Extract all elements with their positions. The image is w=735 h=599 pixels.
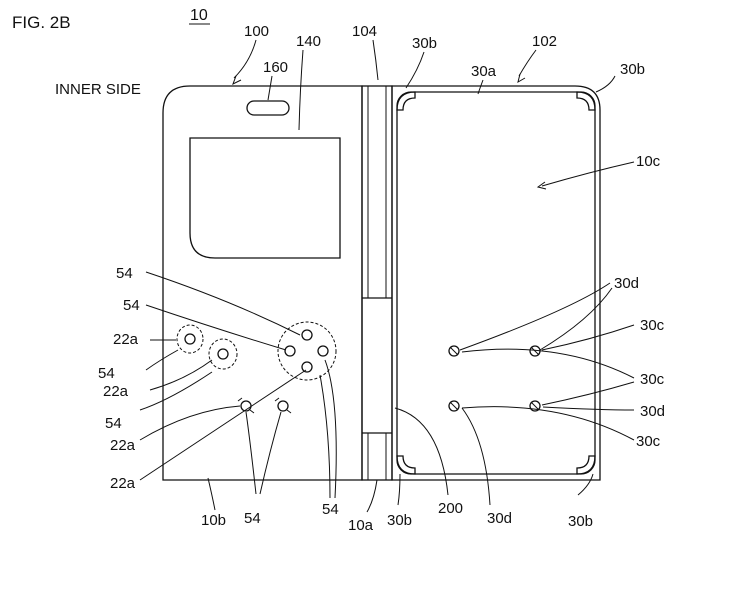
sensor-54-left	[177, 325, 203, 353]
hinge-104	[362, 86, 392, 480]
cross-key-right	[318, 346, 328, 356]
cross-key-left	[285, 346, 295, 356]
ref-30d-right: 30d	[640, 403, 665, 420]
ref-30d-top: 30d	[614, 275, 639, 292]
cross-key-up	[302, 330, 312, 340]
ref-30b-top-right: 30b	[620, 61, 645, 78]
button-22a-left	[185, 334, 195, 344]
display-screen	[190, 138, 340, 258]
ref-30b-top-mid: 30b	[412, 35, 437, 52]
figure-label: FIG. 2B	[12, 13, 71, 32]
start-button	[278, 401, 288, 411]
ref-30c-c: 30c	[636, 433, 661, 450]
ref-54-bottom-left: 54	[244, 510, 261, 527]
ref-30b-bottom-right: 30b	[568, 513, 593, 530]
ref-10a: 10a	[348, 517, 374, 534]
ref-102: 102	[532, 33, 557, 50]
ref-54-b: 54	[123, 297, 140, 314]
ref-22a-d: 22a	[110, 475, 136, 492]
corner-30b-tl	[397, 92, 415, 110]
right-housing-outline	[392, 86, 600, 480]
ref-30c-b: 30c	[640, 371, 665, 388]
button-22a-right	[218, 349, 228, 359]
ref-30a: 30a	[471, 63, 497, 80]
corner-30b-br	[577, 456, 595, 474]
ref-30b-bottom-mid: 30b	[387, 512, 412, 529]
cross-key-down	[302, 362, 312, 372]
ref-54-c: 54	[98, 365, 115, 382]
ref-22a-b: 22a	[103, 383, 129, 400]
figure-number: 10	[190, 7, 208, 24]
ref-104: 104	[352, 23, 377, 40]
ref-10c: 10c	[636, 153, 661, 170]
touch-surface-30a	[397, 92, 595, 474]
speaker-slot	[247, 101, 289, 115]
ref-160: 160	[263, 59, 288, 76]
ref-54-d: 54	[105, 415, 122, 432]
ref-140: 140	[296, 33, 321, 50]
sensor-54-right	[209, 339, 237, 369]
ref-200: 200	[438, 500, 463, 517]
pin-mark	[450, 347, 458, 355]
ref-100: 100	[244, 23, 269, 40]
left-housing-outline	[163, 86, 362, 480]
leader-lines	[140, 40, 634, 512]
ref-54-a: 54	[116, 265, 133, 282]
ref-30d-bottom: 30d	[487, 510, 512, 527]
ref-22a-a: 22a	[113, 331, 139, 348]
inner-side-label: INNER SIDE	[55, 81, 141, 98]
ref-54-bottom-right: 54	[322, 501, 339, 518]
pin-mark	[450, 402, 458, 410]
corner-30b-tr	[577, 92, 595, 110]
ref-30c-a: 30c	[640, 317, 665, 334]
ref-22a-c: 22a	[110, 437, 136, 454]
ref-10b: 10b	[201, 512, 226, 529]
corner-30b-bl	[397, 456, 415, 474]
cross-key-surround	[278, 322, 336, 380]
